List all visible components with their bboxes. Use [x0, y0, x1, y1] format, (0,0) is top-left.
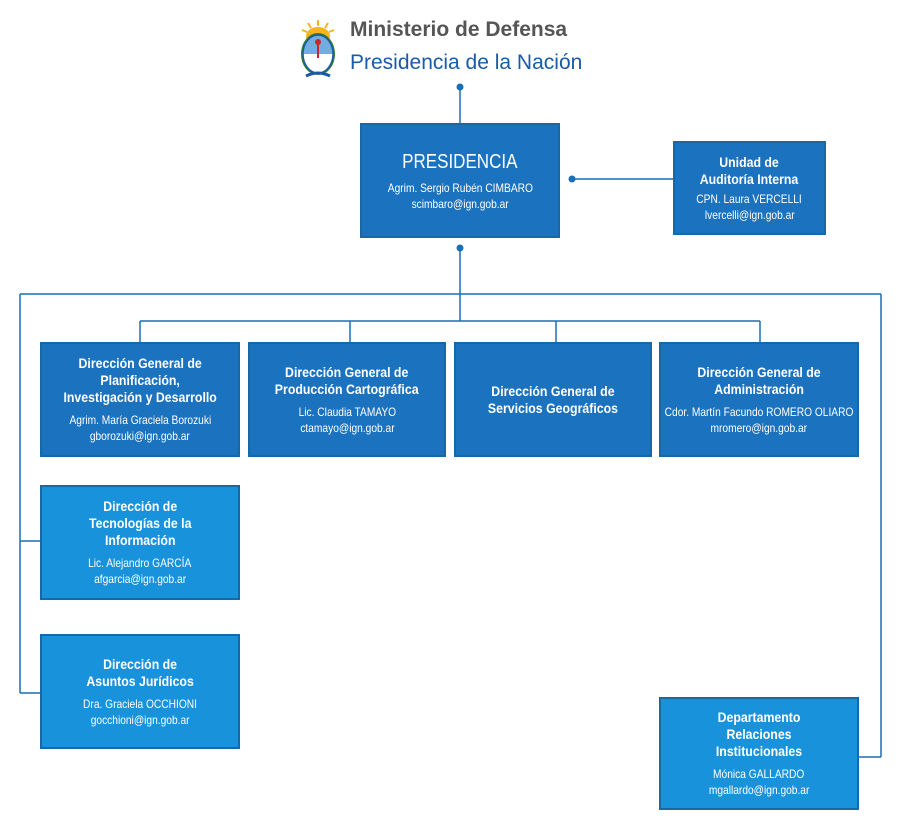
tecnologias-email: afgarcia@ign.gob.ar — [93, 572, 187, 586]
auditoria-email: lvercelli@ign.gob.ar — [704, 207, 795, 222]
relaciones-name: Mónica GALLARDO — [713, 767, 805, 781]
planificacion-box: Dirección General de Planificación, Inve… — [40, 342, 240, 457]
connector-dot — [456, 244, 464, 252]
presidencia-name: Agrim. Sergio Rubén CIMBARO — [387, 180, 533, 195]
juridicos-email: gocchioni@ign.gob.ar — [90, 712, 190, 727]
produccion-box: Dirección General de Producción Cartográ… — [248, 342, 446, 457]
auditoria-title: Unidad de Auditoría Interna — [700, 153, 799, 187]
planificacion-email: gborozuki@ign.gob.ar — [90, 429, 190, 443]
presidencia-box: PRESIDENCIA Agrim. Sergio Rubén CIMBARO … — [360, 123, 560, 238]
presidencia-email: scimbaro@ign.gob.ar — [411, 196, 509, 211]
connector-dot — [456, 83, 464, 91]
ministry-title: Ministerio de Defensa — [350, 18, 568, 41]
auditoria-box: Unidad de Auditoría Interna CPN. Laura V… — [673, 141, 826, 235]
argentina-coat-of-arms-icon — [301, 20, 335, 78]
produccion-email: ctamayo@ign.gob.ar — [299, 420, 395, 435]
administracion-name: Cdor. Martín Facundo ROMERO OLIARO — [664, 404, 854, 419]
servicios-box: Dirección General de Servicios Geográfic… — [454, 342, 652, 457]
relaciones-email: mgallardo@ign.gob.ar — [708, 783, 810, 797]
produccion-title: Dirección General de Producción Cartográ… — [275, 363, 419, 397]
servicios-title: Dirección General de Servicios Geográfic… — [487, 382, 619, 416]
header: Ministerio de Defensa Presidencia de la … — [296, 14, 696, 84]
juridicos-box: Dirección de Asuntos Jurídicos Dra. Grac… — [40, 634, 240, 749]
connector-dot — [568, 175, 576, 183]
juridicos-title: Dirección de Asuntos Jurídicos — [86, 655, 194, 689]
auditoria-name: CPN. Laura VERCELLI — [696, 191, 803, 206]
produccion-name: Lic. Claudia TAMAYO — [298, 404, 396, 419]
administracion-title: Dirección General de Administración — [697, 363, 821, 397]
planificacion-name: Agrim. María Graciela Borozuki — [69, 413, 211, 427]
planificacion-title: Dirección General de Planificación, Inve… — [63, 355, 217, 405]
relaciones-box: Departamento Relaciones Institucionales … — [659, 697, 859, 810]
tecnologias-title: Dirección de Tecnologías de la Informaci… — [88, 498, 192, 548]
tecnologias-box: Dirección de Tecnologías de la Informaci… — [40, 485, 240, 600]
administracion-email: mromero@ign.gob.ar — [710, 420, 808, 435]
relaciones-title: Departamento Relaciones Institucionales — [715, 709, 803, 759]
presidencia-title: PRESIDENCIA — [402, 150, 518, 173]
presidency-subtitle: Presidencia de la Nación — [350, 51, 583, 74]
tecnologias-name: Lic. Alejandro GARCÍA — [88, 556, 192, 570]
juridicos-name: Dra. Graciela OCCHIONI — [83, 696, 197, 711]
administracion-box: Dirección General de Administración Cdor… — [659, 342, 859, 457]
